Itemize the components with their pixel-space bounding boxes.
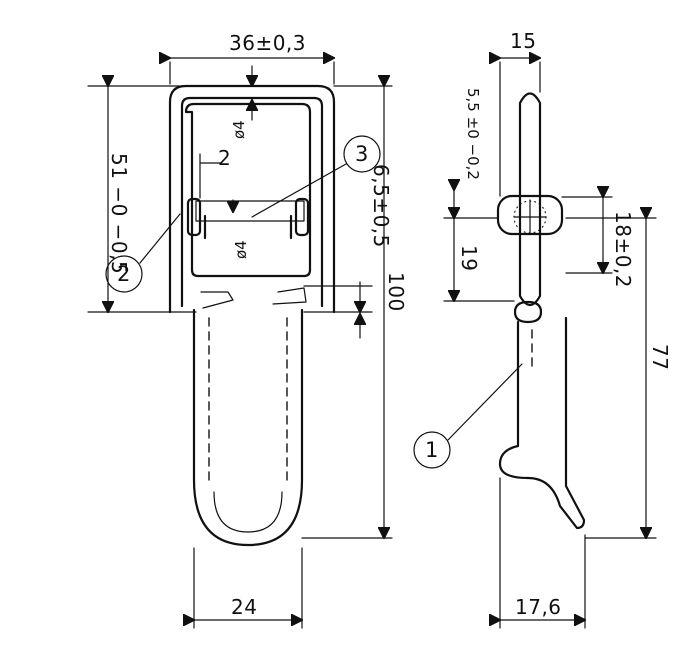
side-bottom-label: 17,6 [515,595,562,619]
front-height-label: 51 −0 −0,5 [107,153,131,274]
callout-1-label: 1 [425,438,438,462]
gap-label: 2 [218,146,231,170]
frame-inner-window [184,102,312,278]
hook-right [272,287,307,305]
side-top-offset-label: 5,5 ±0 −0,2 [464,88,482,180]
pin-bar [195,200,305,222]
hook-left [200,291,234,309]
side-top-label: 15 [510,29,536,53]
callout-2-label: 2 [117,262,130,286]
callout-3-label: 3 [355,142,368,166]
callout-2-leader [139,213,181,264]
front-top-width-label: 36±0,3 [229,31,306,55]
right-pin-head [294,197,310,237]
lever-hidden-bottom [213,491,283,533]
side-right-label: 18±0,2 [611,211,635,288]
callout-2-circle [105,255,143,293]
side-length-label: 77 [648,344,672,370]
left-pin-head [186,197,202,237]
callout-3-circle [343,135,381,173]
side-middle-label: 19 [457,245,481,271]
side-lever-profile [498,316,586,530]
callout-1-leader [447,363,523,441]
inner-u-link [180,96,324,308]
lower-width-label: 24 [231,595,257,619]
top-hole-label: ø4 [230,120,248,139]
callout-3-leader [251,163,347,218]
side-lower-eye [513,300,543,324]
side-upper-link [518,92,542,307]
front-view: 36±0,3 ø4 2 ø4 51 −0 −0,5 6,5±0,5 100 [87,31,408,629]
offset-label: 6,5±0,5 [369,164,393,248]
total-length-label: 100 [384,272,408,312]
callout-1-circle [413,431,451,469]
lower-hole-label: ø4 [232,240,250,259]
side-view: 15 5,5 ±0 −0,2 19 18±0,2 77 17,6 1 [413,29,672,629]
long-lever [192,308,304,547]
